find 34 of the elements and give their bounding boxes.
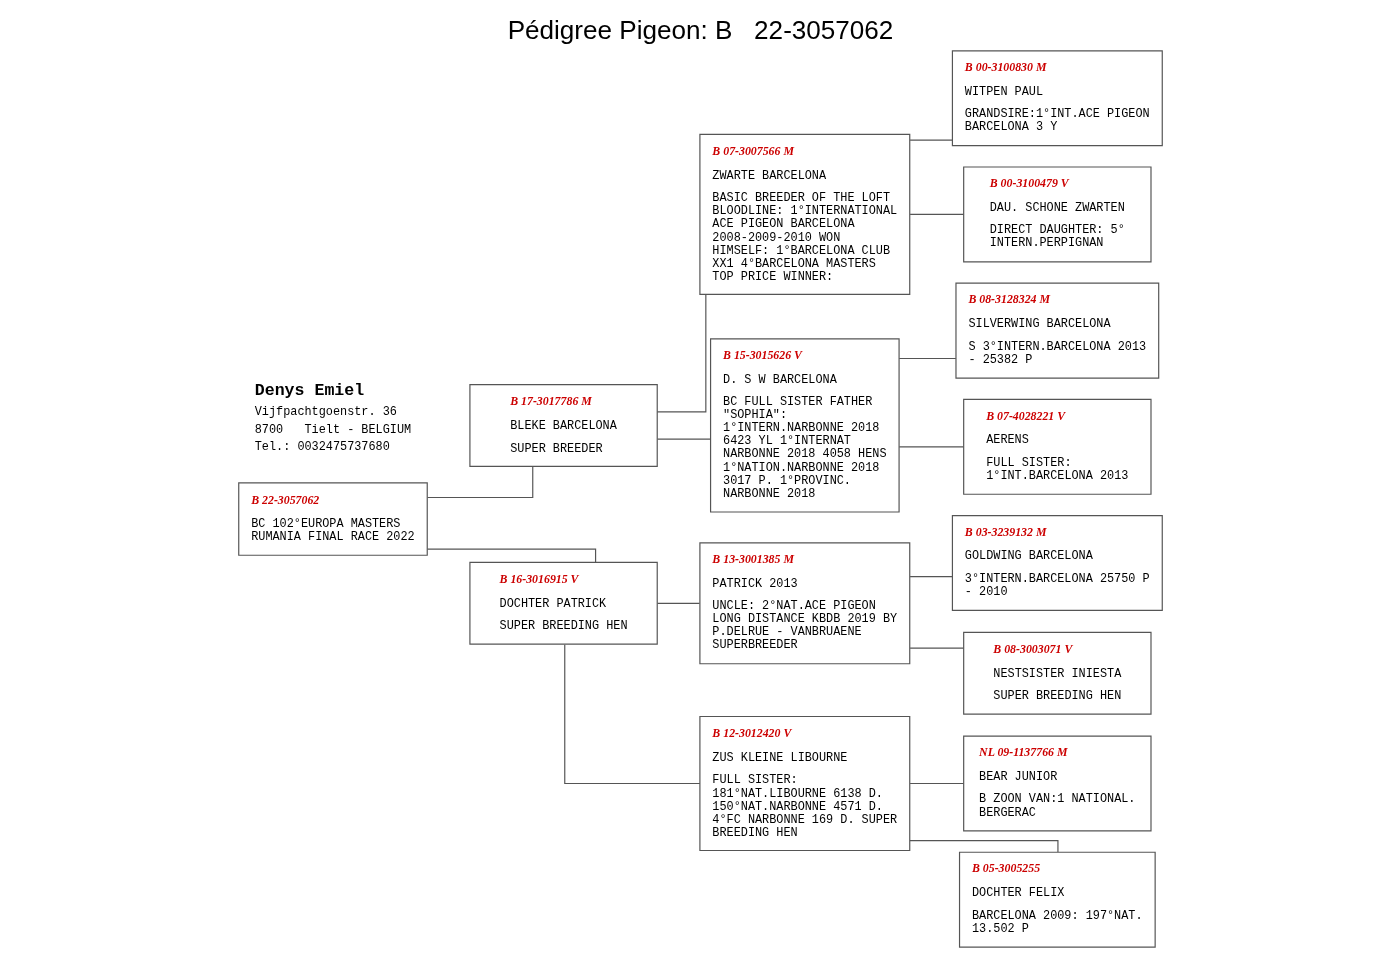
node-box: B 17-3017786 M BLEKE BARCELONA SUPER BREEDER <box>468 383 658 467</box>
connector <box>908 840 1059 853</box>
node-box: B 00-3100479 V DAU. SCHONE ZWARTEN DIRECT DAUGHTER: 5° INTERN.PERPIGNAN <box>962 166 1152 263</box>
connector <box>656 602 700 604</box>
connector <box>909 139 953 141</box>
connector <box>898 357 956 360</box>
connector <box>656 438 711 440</box>
diagram-title: Pédigree Pigeon: B 22-3057062 <box>507 14 893 45</box>
node-box: B 00-3100830 M WITPEN PAUL GRANDSIRE:1°INT.ACE PIGEON BARCELONA 3 Y <box>951 50 1163 147</box>
node-box: B 12-3012420 V ZUS KLEINE LIBOURNE FULL SISTER: 181°NAT.LIBOURNE 6138 D. 150°NAT.NARBONNE 4571 D. 4°FC NARBONNE 169 D. SUPER BREEDING HEN <box>698 715 910 852</box>
node-box: B 07-3007566 M ZWARTE BARCELONA BASIC BREEDER OF THE LOFT BLOODLINE: 1°INTERNATIONAL ACE PIGEON BARCELONA 2008-2009-2010 WON HIMSELF: 1°BARCELONA CLUB XX1 4°BARCELONA MASTERS TOP PRICE WINNER: <box>698 133 910 296</box>
label: Vijfpachtgoenstr. 36 <box>254 404 397 419</box>
connector <box>909 647 964 649</box>
node-box: B 03-3239132 M GOLDWING BARCELONA 3°INTERN.BARCELONA 25750 P - 2010 <box>951 514 1163 611</box>
label: Tel.: 0032475737680 <box>254 440 390 455</box>
connector <box>426 548 596 563</box>
connector <box>426 465 533 499</box>
node-box: B 16-3016915 V DOCHTER PATRICK SUPER BREEDING HEN <box>468 561 658 645</box>
node-box: B 08-3003071 V NESTSISTER INIESTA SUPER BREEDING HEN <box>962 631 1152 715</box>
node-box: B 13-3001385 M PATRICK 2013 UNCLE: 2°NAT.ACE PIGEON LONG DISTANCE KBDB 2019 BY P.DELRUE - VANBRUAENE SUPERBREEDER <box>698 542 910 665</box>
node-box: B 07-4028221 V AERENS FULL SISTER: 1°INT.BARCELONA 2013 <box>962 398 1152 495</box>
label: Denys Emiel <box>254 380 364 400</box>
node-box: B 15-3015626 V D. S W BARCELONA BC FULL SISTER FATHER "SOPHIA": 1°INTERN.NARBONNE 2018 6423 YL 1°INTERNAT NARBONNE 2018 4058 HENS 1°NATION.NARBONNE 2018 3017 P. 1°PROVINC. NARBONNE 2018 <box>709 338 900 513</box>
label: 8700 Tielt - BELGIUM <box>254 422 411 437</box>
node-box: NL 09-1137766 M BEAR JUNIOR B ZOON VAN:1 NATIONAL. BERGERAC <box>962 735 1152 832</box>
node-box: B 22-3057062 BC 102°EUROPA MASTERS RUMANIA FINAL RACE 2022 <box>237 482 428 556</box>
connector <box>909 782 964 785</box>
node-box: B 05-3005255 DOCHTER FELIX BARCELONA 2009: 197°NAT. 13.502 P <box>958 851 1156 948</box>
connector <box>909 576 953 578</box>
connector <box>898 446 964 448</box>
connector <box>563 644 700 785</box>
node-box: B 08-3128324 M SILVERWING BARCELONA S 3°INTERN.BARCELONA 2013 - 25382 P <box>954 282 1159 379</box>
connector <box>909 213 964 216</box>
connector <box>656 294 706 413</box>
